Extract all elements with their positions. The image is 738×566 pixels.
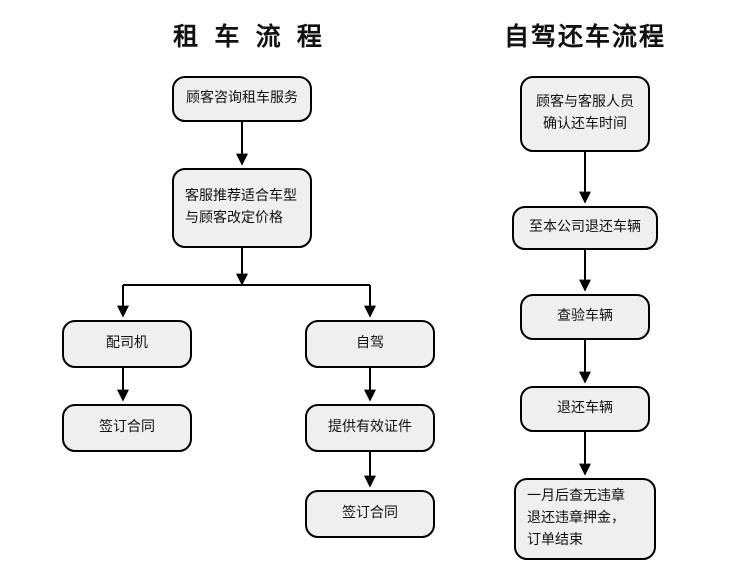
node-label: 自驾 xyxy=(356,336,384,351)
node-recommend-car-model[interactable]: 客服推荐适合车型与顾客改定价格 xyxy=(172,168,312,248)
node-label: 退还车辆 xyxy=(557,401,613,416)
node-provide-documents[interactable]: 提供有效证件 xyxy=(305,404,435,452)
node-customer-inquiry[interactable]: 顾客咨询租车服务 xyxy=(172,76,312,122)
node-label: 提供有效证件 xyxy=(328,420,412,435)
node-label: 至本公司退还车辆 xyxy=(529,220,641,235)
node-label: 一月后查无违章 退还违章押金， 订单结束 xyxy=(527,489,625,548)
node-with-driver[interactable]: 配司机 xyxy=(62,320,192,368)
node-label: 签订合同 xyxy=(99,420,155,435)
node-label: 签订合同 xyxy=(342,506,398,521)
node-label: 客服推荐适合车型与顾客改定价格 xyxy=(185,189,297,226)
node-hand-back-vehicle[interactable]: 退还车辆 xyxy=(520,386,650,432)
node-label: 顾客与客服人员 确认还车时间 xyxy=(536,95,634,132)
node-label: 顾客咨询租车服务 xyxy=(186,91,298,106)
node-sign-contract-selfdrive[interactable]: 签订合同 xyxy=(305,490,435,538)
node-sign-contract-driver[interactable]: 签订合同 xyxy=(62,404,192,452)
node-refund-deposit-order-end[interactable]: 一月后查无违章 退还违章押金， 订单结束 xyxy=(514,478,656,560)
node-inspect-vehicle[interactable]: 查验车辆 xyxy=(520,294,650,340)
node-self-drive[interactable]: 自驾 xyxy=(305,320,435,368)
return-flow-title: 自驾还车流程 xyxy=(503,24,666,51)
node-confirm-return-time[interactable]: 顾客与客服人员 确认还车时间 xyxy=(520,76,650,152)
rental-flow-title: 租 车 流 程 xyxy=(173,24,327,51)
node-return-to-company[interactable]: 至本公司退还车辆 xyxy=(512,206,658,250)
node-label: 查验车辆 xyxy=(557,309,613,324)
node-label: 配司机 xyxy=(106,336,148,351)
